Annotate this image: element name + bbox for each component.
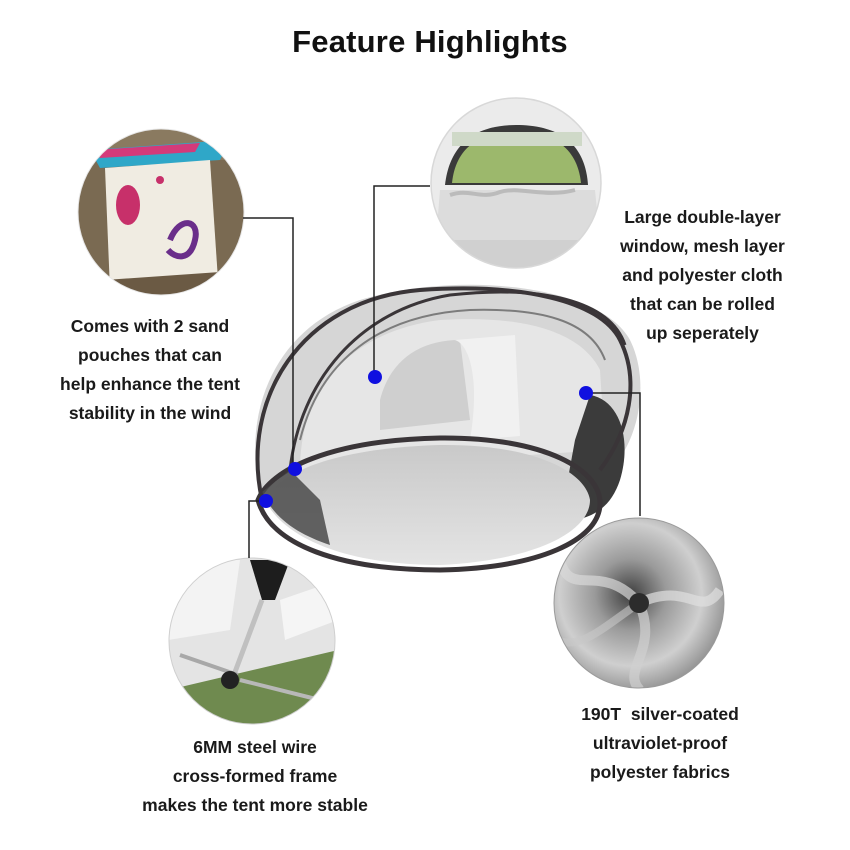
caption-line: ultraviolet-proof: [592, 733, 728, 753]
caption-line: stability in the wind: [68, 403, 232, 423]
leader-fabric: [587, 392, 641, 516]
tent-image: [255, 284, 641, 573]
window-image: [430, 97, 602, 269]
caption-line: pouches that can: [78, 345, 222, 365]
fabric-caption: 190T silver-coated ultraviolet-proof pol…: [535, 700, 785, 787]
leader-sand: [243, 217, 294, 468]
caption-line: and polyester cloth: [622, 265, 783, 285]
caption-line: that can be rolled: [630, 294, 775, 314]
marker-dot-sand: [288, 462, 302, 476]
caption-line: cross-formed frame: [172, 766, 338, 786]
caption-line: Comes with 2 sand: [70, 316, 230, 336]
marker-dot-frame: [259, 494, 273, 508]
caption-line: polyester fabrics: [589, 762, 731, 782]
fabric-image: [553, 517, 725, 689]
caption-line: help enhance the tent: [60, 374, 240, 394]
caption-line: 6MM steel wire: [193, 737, 317, 757]
marker-dot-window: [368, 370, 382, 384]
caption-line: up seperately: [646, 323, 759, 343]
leader-window: [373, 185, 430, 376]
window-caption: Large double-layer window, mesh layer an…: [590, 203, 815, 348]
frame-caption: 6MM steel wire cross-formed frame makes …: [100, 733, 410, 820]
caption-line: 190T silver-coated: [581, 704, 739, 724]
caption-line: makes the tent more stable: [142, 795, 368, 815]
frame-image: [168, 557, 336, 725]
caption-line: Large double-layer: [624, 207, 781, 227]
sand-pouch-caption: Comes with 2 sand pouches that can help …: [20, 312, 280, 428]
marker-dot-fabric: [579, 386, 593, 400]
caption-line: window, mesh layer: [620, 236, 785, 256]
page-title: Feature Highlights: [292, 24, 568, 59]
sand-pouch-image: [77, 128, 245, 296]
